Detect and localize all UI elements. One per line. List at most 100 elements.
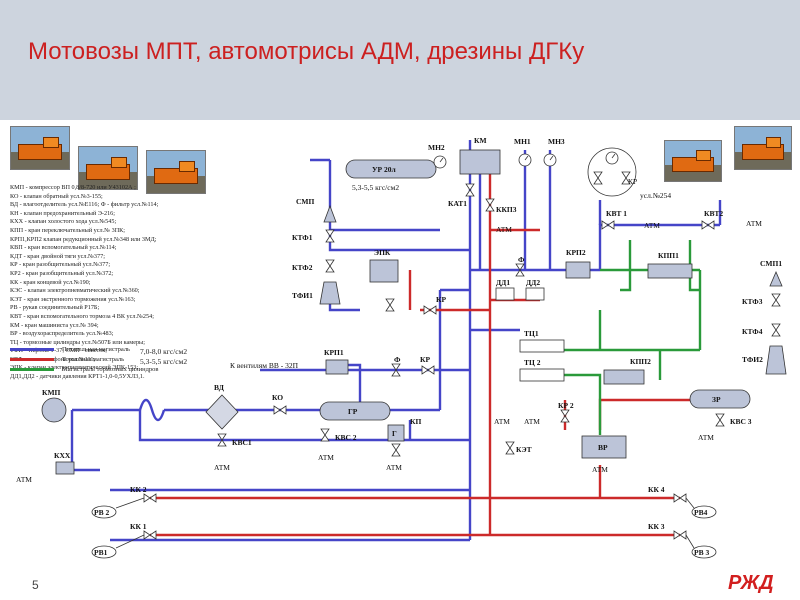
abbreviation-item: КР - кран разобщительный усл.№377;	[10, 261, 111, 269]
label-kvs1: КВС1	[232, 438, 252, 447]
label-kkp3: ККП3	[496, 205, 517, 214]
label-ur: УР 20л	[372, 165, 396, 174]
label-atm-zr: АТМ	[698, 433, 714, 442]
label-atm-kvt1: АТМ	[644, 221, 660, 230]
abbreviation-item: КХХ - клапан холостого хода усл.№545;	[10, 218, 117, 226]
abbreviation-item: ДД1,ДД2 - датчики давления КРТ1-1,0-0,5У…	[10, 373, 145, 381]
label-kvt2: КВТ2	[704, 209, 723, 218]
label-kk3: КК 3	[648, 522, 665, 531]
abbreviation-item: КВТ - кран вспомогательного тормоза 4 ВК…	[10, 312, 154, 320]
pressure-sensor-dd1	[495, 287, 515, 301]
abbreviation-item: КН - клапан предохранительный Э-216;	[10, 209, 115, 217]
vehicle-photo-1	[10, 126, 70, 170]
label-kk1: КК 1	[130, 522, 147, 531]
vehicle-photo-5	[734, 126, 792, 170]
kvt-detail-circle	[587, 147, 637, 197]
label-ktf4: КТФ4	[742, 327, 763, 336]
label-kvs2: КВС 2	[335, 433, 357, 442]
abbreviation-item: ТЦ - тормозные цилиндры усл.№507Б или ка…	[10, 338, 145, 346]
label-usl254: усл.№254	[640, 191, 671, 200]
label-vd: ВД	[214, 383, 225, 392]
feed-line	[70, 140, 722, 542]
label-rv1: РВ1	[94, 548, 108, 557]
label-vr: ВР	[598, 443, 608, 452]
label-mn1: МН1	[514, 137, 531, 146]
switch-valve-kpp2	[603, 369, 645, 385]
brake-pressure: 5,3-5,5 кгс/см2	[140, 357, 188, 366]
label-ko: КО	[272, 393, 283, 402]
line-legend-cyl: Магистраль тормозных цилиндров	[10, 366, 158, 373]
label-ktf3: КТФ3	[742, 297, 763, 306]
header-band	[0, 0, 800, 120]
page-number: 5	[32, 578, 39, 592]
label-tfi2: ТФИ2	[742, 355, 763, 364]
label-atm-ket: АТМ	[494, 417, 510, 426]
abbreviation-item: КПП - кран переключательный усл.№ 3ПК;	[10, 226, 126, 234]
air-distributor-vr	[581, 435, 627, 459]
reducing-valve-krp1	[325, 359, 349, 375]
label-dd1: ДД1	[496, 278, 510, 287]
label-zr: ЗР	[712, 395, 721, 404]
label-epk: ЭПК	[374, 248, 391, 257]
abbreviation-item: РВ - рукав соединительный Р17Б;	[10, 304, 100, 312]
label-ktf1: КТФ1	[292, 233, 313, 242]
label-kmp: КМП	[42, 388, 61, 397]
label-g: Г	[392, 429, 397, 438]
label-krp1: КРП1	[324, 348, 344, 357]
brake-cylinder-tc2	[519, 368, 565, 382]
label-atm-kxx: АТМ	[16, 475, 32, 484]
epk-valve	[369, 259, 399, 283]
rzd-logo: РЖД	[728, 572, 774, 594]
label-mn2: МН2	[428, 143, 445, 152]
label-ur-pressure: 5,3-5,5 кгс/см2	[352, 183, 399, 192]
feed-line-swatch	[10, 348, 54, 352]
line-legend-feed: Питательная магистраль	[10, 346, 130, 353]
vehicle-photo-4	[664, 140, 722, 182]
abbreviation-item: КО - клапан обратный усл.№3-155;	[10, 192, 103, 200]
label-tc2: ТЦ 2	[524, 358, 541, 367]
abbreviation-item: ТФИ - тифоны Т-37; СМП - свисток;	[10, 347, 107, 355]
label-vent-note: К вентилям ВВ - 32П	[230, 361, 299, 370]
label-km: КМ	[474, 136, 487, 145]
abbreviation-item: КДТ - кран двойной тяги усл.№377;	[10, 252, 105, 260]
label-tc1: ТЦ1	[524, 329, 539, 338]
feed-line-label: Питательная магистраль	[62, 346, 131, 353]
vehicle-photo-2	[78, 146, 138, 190]
label-rv2: РВ 2	[94, 508, 109, 517]
compressor-kmp	[41, 397, 67, 423]
main-reservoir-gr	[319, 401, 391, 421]
label-kr-small: КР	[628, 177, 637, 186]
abbreviation-item: КЭС - клапан электропневматический усл.№…	[10, 287, 140, 295]
drivers-valve-km	[459, 149, 501, 175]
label-atm-km: АТМ	[496, 225, 512, 234]
label-f-top: Ф	[518, 255, 525, 264]
label-kr-mid: КР	[420, 355, 430, 364]
abbreviation-item: ВД - влагоотделитель усл.№Е116; Ф - филь…	[10, 201, 159, 209]
label-kpp2: КПП2	[630, 357, 651, 366]
horn-tfi2	[765, 345, 787, 375]
spare-reservoir-zr	[689, 389, 751, 409]
whistle-smp1	[769, 270, 783, 287]
abbreviation-item: КР2 - кран разобщительный усл.№372;	[10, 269, 114, 277]
label-kp: КП	[410, 417, 421, 426]
label-kxx: КХХ	[54, 451, 71, 460]
cyl-line-label: Магистраль тормозных цилиндров	[62, 366, 159, 373]
label-f-mid: Ф	[394, 355, 401, 364]
pressure-sensor-dd2	[525, 287, 545, 301]
label-gr: ГР	[348, 407, 358, 416]
hose-rv1	[91, 545, 117, 559]
abbreviation-item: КК - кран концевой усл.№190;	[10, 278, 91, 286]
label-kr-epk: КР	[436, 295, 446, 304]
label-atm-kvt2: АТМ	[746, 219, 762, 228]
label-kk4: КК 4	[648, 485, 665, 494]
brake-line-label: Тормозная магистраль	[62, 356, 125, 363]
label-tfi1: ТФИ1	[292, 291, 313, 300]
label-atm-kp: АТМ	[386, 463, 402, 472]
label-kk2: КК 2	[130, 485, 147, 494]
abbreviation-item: КМ - кран машиниста усл.№ 394;	[10, 321, 99, 329]
horn-tfi1	[319, 281, 341, 305]
hose-rv4	[691, 505, 717, 519]
reducing-valve-krp2	[565, 261, 591, 279]
equalizing-reservoir-ur	[345, 159, 437, 179]
brake-line-swatch	[10, 358, 54, 362]
